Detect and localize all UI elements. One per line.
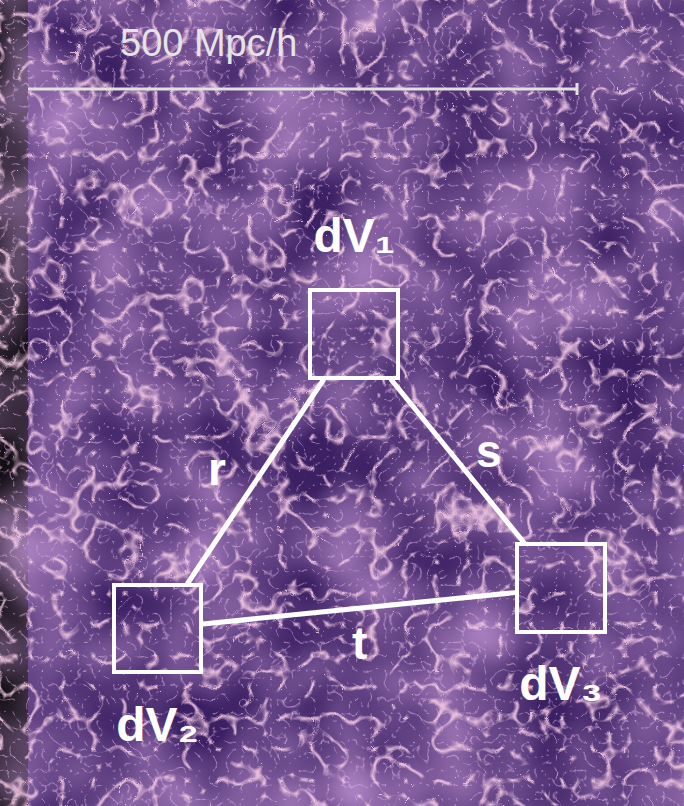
side-length-label: t	[352, 620, 367, 666]
separation-line	[391, 380, 523, 542]
volume-label: dV₃	[519, 660, 603, 708]
scale-label: 500 Mpc/h	[120, 24, 297, 62]
separation-line	[188, 380, 323, 583]
side-length-label: r	[208, 446, 226, 492]
volume-element-box: dV₂	[112, 583, 203, 674]
volume-element-box: dV₁	[308, 288, 400, 380]
volume-label: dV₂	[116, 701, 199, 749]
volume-element-box: dV₃	[515, 542, 607, 634]
side-length-label: s	[476, 428, 502, 474]
volume-label: dV₁	[313, 212, 394, 260]
